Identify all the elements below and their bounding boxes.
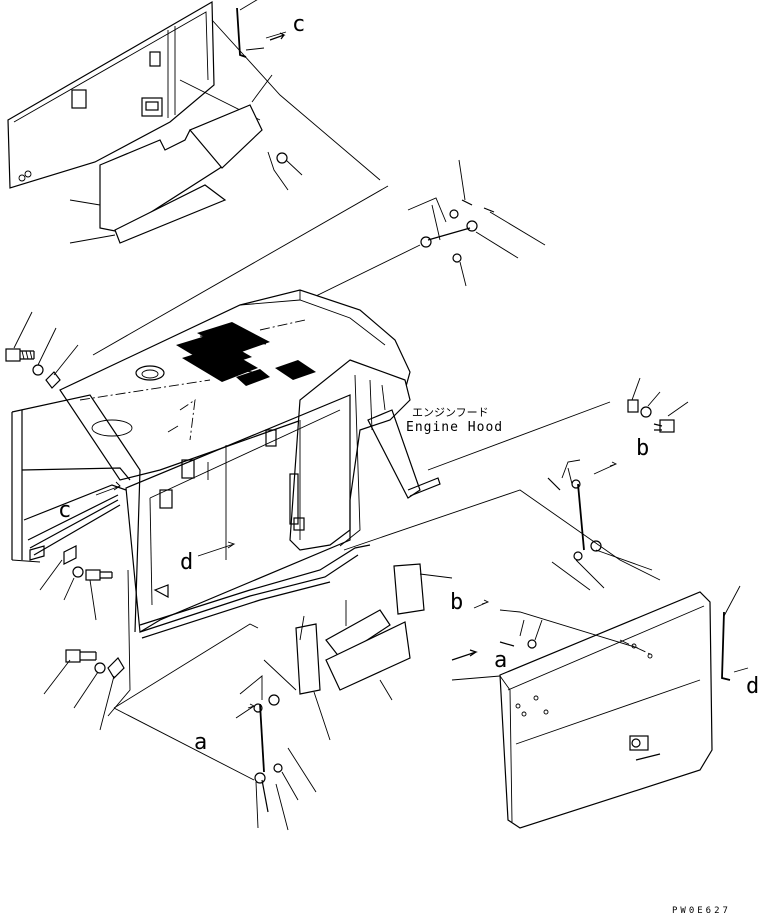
- seal-pads-lower: [295, 563, 453, 741]
- label-d-left: d: [180, 550, 194, 575]
- rod-top: [236, 0, 287, 58]
- rod-group-right: [343, 377, 689, 591]
- rod-right: [721, 585, 749, 681]
- label-b-right: b: [636, 436, 650, 461]
- bolt-group-lower-left: [39, 545, 125, 731]
- label-c-left: c: [58, 498, 72, 523]
- bolt-group-left: [5, 311, 79, 389]
- label-b-mid: b: [450, 590, 464, 615]
- label-a-left: a: [194, 730, 208, 755]
- hood-name-japanese: エンジンフード: [412, 406, 489, 419]
- drawing-code: PW0E627: [672, 906, 731, 916]
- leader-line: [107, 569, 131, 717]
- arrow-c-left: [95, 481, 121, 496]
- label-a-mid: a: [494, 648, 508, 673]
- label-c-top: c: [292, 12, 306, 37]
- label-d-right: d: [746, 674, 760, 699]
- arrow-d-left: [197, 541, 236, 557]
- rod-group-lower: [113, 623, 317, 831]
- side-door-panel-lower: [451, 591, 713, 829]
- leader-line: [92, 185, 389, 356]
- engine-hood-body: [11, 289, 441, 639]
- hood-name-english: Engine Hood: [406, 420, 504, 435]
- side-door-panel-top: [7, 0, 381, 189]
- seal-pads-top: [69, 74, 303, 244]
